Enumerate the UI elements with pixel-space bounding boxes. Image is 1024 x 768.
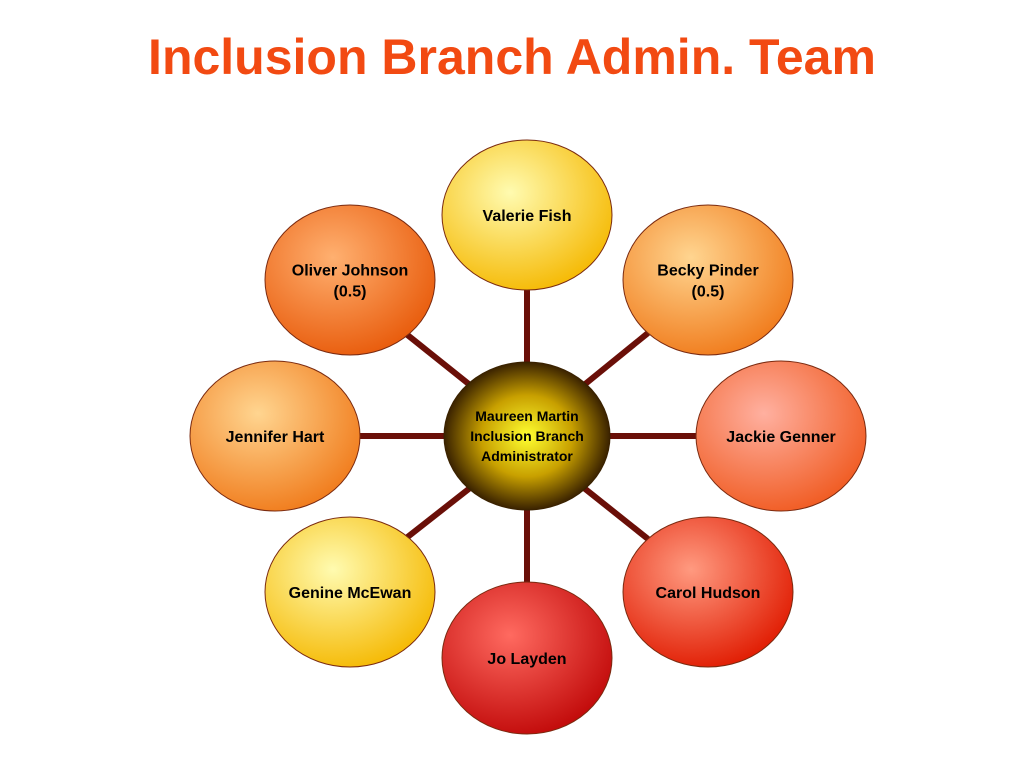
- member-label-becky-pinder-line-1: Becky Pinder: [657, 263, 758, 280]
- slide-title: Inclusion Branch Admin. Team: [148, 29, 876, 85]
- member-circle-jennifer-hart: [189, 360, 361, 512]
- member-label-becky-pinder-line-2: (0.5): [692, 284, 725, 301]
- center-circle: [443, 361, 611, 511]
- member-node-jo-layden: Jo Layden: [441, 581, 613, 735]
- member-label-carol-hudson: Carol Hudson: [656, 585, 761, 602]
- member-label-jennifer-hart: Jennifer Hart: [226, 429, 325, 446]
- member-node-oliver-johnson: Oliver Johnson (0.5): [264, 204, 436, 356]
- center-line-2: Inclusion Branch: [470, 428, 584, 444]
- member-circle-jackie-genner: [695, 360, 867, 512]
- connector-genine-mcewan: [403, 485, 472, 542]
- center-line-3: Administrator: [481, 448, 573, 464]
- member-node-genine-mcewan: Genine McEwan: [264, 516, 436, 668]
- member-node-jackie-genner: Jackie Genner: [695, 360, 867, 512]
- member-circle-genine-mcewan: [264, 516, 436, 668]
- member-circle-jo-layden: [441, 581, 613, 735]
- member-node-becky-pinder: Becky Pinder (0.5): [622, 204, 794, 356]
- member-label-oliver-johnson-line-2: (0.5): [334, 284, 367, 301]
- member-circle-becky-pinder: [622, 204, 794, 356]
- member-label-valerie-fish: Valerie Fish: [483, 208, 572, 225]
- member-label-jo-layden: Jo Layden: [487, 651, 566, 668]
- member-circle-valerie-fish: [441, 139, 613, 291]
- member-circle-oliver-johnson: [264, 204, 436, 356]
- member-label-genine-mcewan: Genine McEwan: [289, 585, 412, 602]
- member-node-jennifer-hart: Jennifer Hart: [189, 360, 361, 512]
- member-circle-carol-hudson: [622, 516, 794, 668]
- member-node-valerie-fish: Valerie Fish: [441, 139, 613, 291]
- center-node: Maureen Martin Inclusion Branch Administ…: [443, 361, 611, 511]
- member-label-jackie-genner: Jackie Genner: [726, 429, 835, 446]
- connectors: [358, 290, 698, 582]
- connector-carol-hudson: [582, 485, 650, 542]
- member-node-carol-hudson: Carol Hudson: [622, 516, 794, 668]
- connector-becky-pinder: [582, 330, 650, 388]
- connector-oliver-johnson: [403, 330, 472, 388]
- member-label-oliver-johnson-line-1: Oliver Johnson: [292, 263, 408, 280]
- center-line-1: Maureen Martin: [475, 408, 578, 424]
